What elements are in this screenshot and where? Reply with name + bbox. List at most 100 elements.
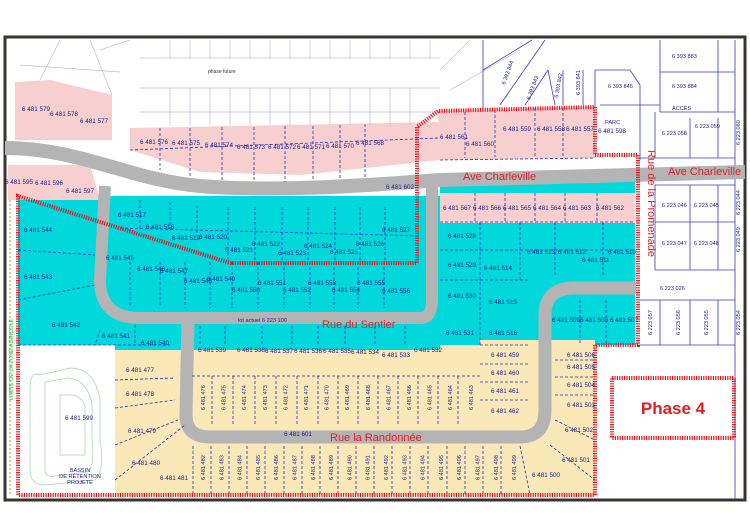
lot-label-533: 6 481 533	[382, 352, 411, 359]
pink-zone-northeast	[438, 107, 595, 160]
lot-label-461: 6 481 461	[491, 388, 520, 395]
lot-label-495: 6 481 495	[439, 455, 445, 480]
lot-label-471: 6 481 471	[304, 385, 310, 410]
lot-label-541: 6 481 541	[102, 333, 131, 340]
lot-label-463: 6 481 463	[469, 385, 475, 410]
lot-label-564: 6 481 564	[533, 205, 562, 212]
lot-label-545: 6 481 545	[106, 255, 135, 262]
lot-label-489: 6 481 489	[329, 455, 335, 480]
lot-label-573: 6 481 573	[237, 144, 266, 151]
lot-label-530: 6 481 530	[448, 293, 477, 300]
pink-zone-west	[8, 165, 100, 200]
lot-label-496: 6 481 496	[457, 455, 463, 480]
basin-label-3: PROJETÉ	[67, 479, 93, 486]
road-ave-charleville	[4, 141, 746, 196]
acces-label: ACCÈS	[672, 105, 692, 112]
lot-label-500: 6 481 500	[532, 472, 561, 479]
lot-label-522: 6 481 522	[252, 241, 281, 248]
lot-label-c026: 6 223 026	[660, 286, 685, 292]
lot-label-547: 6 481 547	[160, 268, 189, 275]
lot-label-460: 6 481 460	[491, 370, 520, 377]
lot-label-479: 6 481 479	[128, 428, 157, 435]
lot-label-480: 6 481 480	[132, 460, 161, 467]
phase-future-label: phase future	[208, 69, 236, 75]
beige-zone	[115, 340, 595, 495]
lot-label-572: 6 481 572	[268, 144, 297, 151]
lot-label-601: 6 481 601	[284, 431, 313, 438]
lot-label-482: 6 481 482	[201, 455, 207, 480]
lot-label-559: 6 481 559	[503, 126, 532, 133]
lot-label-c058: 6 223 058	[662, 131, 687, 137]
lot-label-517: 6 481 517	[118, 212, 147, 219]
phase-4-boundary	[16, 104, 640, 497]
street-ave-charleville-east: Ave Charleville	[668, 166, 741, 178]
lot-label-476: 6 481 476	[201, 385, 207, 410]
road-sentier-loop	[93, 185, 438, 324]
lot-label-548: 6 481 548	[184, 278, 213, 285]
lot-label-509: 6 481 509	[552, 317, 581, 324]
lot-label-521: 6 481 521	[225, 247, 254, 254]
lot-label-596: 6 481 596	[35, 180, 64, 187]
road-randonnee	[179, 281, 636, 444]
lot-label-527: 6 481 527	[382, 227, 411, 234]
lot-label-508: 6 481 508	[580, 317, 609, 324]
lot-label-c841: 6 393 841	[576, 70, 582, 95]
lot-label-566: 6 481 566	[473, 205, 502, 212]
lot-label-511: 6 481 511	[582, 257, 610, 264]
lot-label-560: 6 481 560	[466, 141, 495, 148]
lot-label-537: 6 481 537	[265, 348, 294, 355]
lot-label-c055: 6 223 055	[704, 310, 710, 335]
lot-label-518: 6 481 518	[146, 224, 175, 231]
lot-label-553: 6 481 553	[308, 280, 337, 287]
lot-label-519: 6 481 519	[172, 235, 201, 242]
lot-label-488: 6 481 488	[311, 455, 317, 480]
lot-label-506: 6 481 506	[567, 352, 596, 359]
lot-label-551: 6 481 551	[258, 280, 287, 287]
lot-label-550: 6 481 550	[232, 287, 261, 294]
lot-label-542: 6 481 542	[52, 322, 81, 329]
lot-label-557: 6 481 557	[566, 126, 595, 133]
lot-label-484: 6 481 484	[238, 455, 244, 480]
lot-label-598: 6 481 598	[598, 128, 627, 135]
lot-label-477: 6 481 477	[126, 367, 155, 374]
lot-label-597: 6 481 597	[66, 188, 95, 195]
lot-label-502: 6 481 502	[565, 427, 594, 434]
lot-label-498: 6 481 498	[494, 455, 500, 480]
lot-label-478: 6 481 478	[126, 391, 155, 398]
lot-label-514: 6 481 514	[484, 265, 513, 272]
pink-zone-east	[440, 193, 635, 223]
lot-label-575: 6 481 575	[172, 140, 201, 147]
lot-label-555: 6 481 555	[357, 280, 386, 287]
lot-label-513: 6 481 513	[527, 249, 556, 256]
phase-4-label: Phase 4	[641, 399, 706, 418]
retention-basin-drawing	[29, 367, 102, 486]
lot-label-475: 6 481 475	[222, 385, 228, 410]
lot-label-c054: 6 223 054	[736, 310, 742, 335]
basin-area	[18, 345, 115, 495]
lot-label-539: 6 481 539	[198, 347, 227, 354]
parc-label: PARC	[605, 120, 620, 126]
lot-label-504: 6 481 504	[567, 382, 596, 389]
lot-label-486: 6 481 486	[274, 455, 280, 480]
lot-label-556: 6 481 556	[382, 288, 411, 295]
lot-label-483: 6 481 483	[219, 455, 225, 480]
lot-label-c842: 6 393 842	[554, 73, 564, 99]
street-ave-charleville: Ave Charleville	[463, 171, 536, 183]
lot-label-567: 6 481 567	[443, 205, 472, 212]
lot-label-468: 6 481 468	[366, 385, 372, 410]
lot-label-465: 6 481 465	[428, 385, 434, 410]
lot-label-520: 6 481 520	[199, 234, 228, 241]
lot-label-538: 6 481 538	[237, 347, 266, 354]
lot-label-470: 6 481 470	[325, 385, 331, 410]
lot-label-466: 6 481 466	[407, 385, 413, 410]
lot-label-546: 6 481 546	[137, 266, 166, 273]
lot-label-558: 6 481 558	[537, 126, 566, 133]
lot-label-576: 6 481 576	[140, 139, 169, 146]
lot-label-497: 6 481 497	[476, 455, 482, 480]
lot-label-c056: 6 223 056	[676, 310, 682, 335]
lot-label-510: 6 481 510	[608, 249, 637, 256]
lot-label-602: 6 481 602	[386, 184, 415, 191]
phase-4-legend-box	[610, 376, 736, 440]
lot-label-599: 6 481 599	[65, 415, 94, 422]
